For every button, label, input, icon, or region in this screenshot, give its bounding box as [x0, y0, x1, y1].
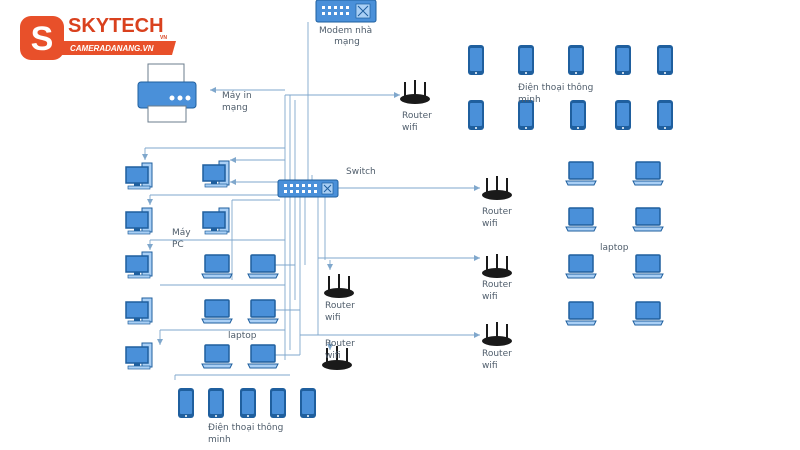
- modem-label: Modem nhà mạng: [319, 26, 375, 47]
- pc-icon: [202, 160, 230, 188]
- phone-icon: [178, 388, 194, 418]
- laptop-icon: [632, 161, 664, 186]
- phone-icon: [657, 100, 673, 130]
- router-icon: [400, 80, 430, 104]
- laptop-icon: [201, 299, 233, 324]
- router-icon: [482, 176, 512, 200]
- phone-icon: [518, 45, 534, 75]
- laptop-icon: [201, 344, 233, 369]
- laptop-icon: [565, 207, 597, 232]
- logo-banner: [60, 41, 176, 55]
- logo-badge: [20, 16, 64, 60]
- logo-tag: VN: [160, 35, 167, 41]
- logo-s-glyph: S: [31, 20, 54, 58]
- laptop-icon: [632, 254, 664, 279]
- modem-icon: [315, 0, 377, 23]
- laptop-icon: [247, 299, 279, 324]
- pc-icon: [125, 207, 153, 235]
- arrowheads: [142, 87, 480, 350]
- phone-icon: [300, 388, 316, 418]
- logo-brand: SKYTECH: [68, 15, 164, 37]
- switch-label: Switch: [346, 167, 376, 177]
- pc-icon: [125, 251, 153, 279]
- laptop-icon: [565, 161, 597, 186]
- router-icon: [322, 346, 352, 370]
- laptop-icon: [247, 344, 279, 369]
- pc-icon: [125, 342, 153, 370]
- phone-icon: [518, 100, 534, 130]
- logo: S SKYTECH VN CAMERADANANG.VN: [20, 15, 176, 60]
- printer-icon: [137, 63, 197, 123]
- phone-icon: [240, 388, 256, 418]
- phone-icon: [657, 45, 673, 75]
- router-icon: [482, 322, 512, 346]
- laptop-icon: [632, 301, 664, 326]
- connection-lines: [144, 22, 480, 380]
- modem-label-text: Modem nhà: [319, 26, 372, 36]
- phone-icon: [568, 45, 584, 75]
- phone-icon: [468, 45, 484, 75]
- laptop-icon: [201, 254, 233, 279]
- switch-icon: [277, 179, 339, 198]
- phone-icon: [615, 45, 631, 75]
- pc-icon: [202, 207, 230, 235]
- phone-icon: [615, 100, 631, 130]
- laptop-icon: [247, 254, 279, 279]
- phone-icon: [208, 388, 224, 418]
- router-icon: [324, 274, 354, 298]
- router-icon: [482, 254, 512, 278]
- logo-site: CAMERADANANG.VN: [70, 44, 154, 53]
- pc-icon: [125, 297, 153, 325]
- devices: [125, 45, 673, 418]
- laptop-label-right: laptop: [600, 243, 629, 253]
- laptop-icon: [565, 301, 597, 326]
- laptop-icon: [632, 207, 664, 232]
- phone-icon: [270, 388, 286, 418]
- phone-icon: [570, 100, 586, 130]
- phone-icon: [468, 100, 484, 130]
- laptop-icon: [565, 254, 597, 279]
- laptop-label-left: laptop: [228, 331, 257, 341]
- pc-icon: [125, 162, 153, 190]
